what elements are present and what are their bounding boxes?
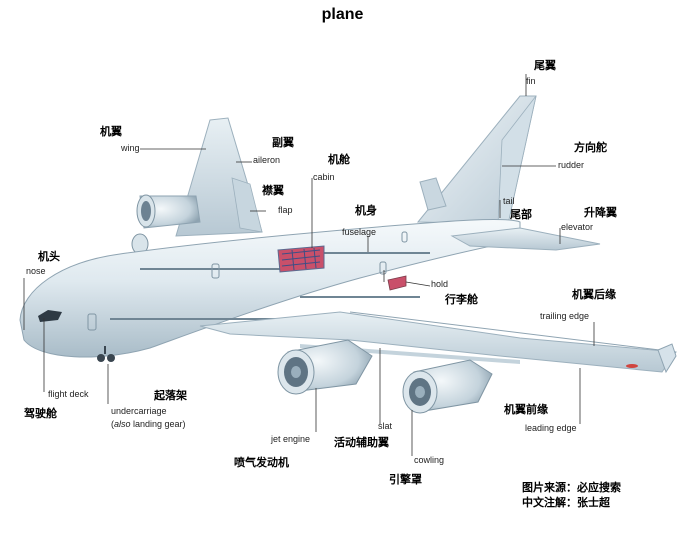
tail-label-en: tail xyxy=(503,196,515,206)
far-wing-flap xyxy=(231,177,263,233)
nose-gear xyxy=(97,346,115,362)
jet-engine-label-zh: 喷气发动机 xyxy=(234,456,289,469)
winglet xyxy=(657,343,677,374)
undercarriage-label-zh: 起落架 xyxy=(154,389,187,402)
outer-engine xyxy=(402,359,493,414)
slat-label-en: slat xyxy=(378,421,393,431)
doors xyxy=(87,231,408,331)
near-wing xyxy=(199,311,677,373)
cargo-hold xyxy=(387,275,407,291)
flap-label-zh: 襟翼 xyxy=(262,184,284,197)
cabin-seats xyxy=(277,245,325,273)
nose-label-zh: 机头 xyxy=(38,250,60,263)
window-row-lower xyxy=(110,296,420,320)
undercarriage-alt-label: (also landing gear) xyxy=(111,419,186,429)
hold-label-en: hold xyxy=(431,279,449,289)
hold-label-zh: 行李舱 xyxy=(445,293,478,306)
flight-deck-label-en: flight deck xyxy=(48,389,89,399)
elevator-label-zh: 升降翼 xyxy=(584,206,617,219)
trailing-edge-label-zh: 机翼后缘 xyxy=(572,288,616,301)
undercarriage-label-en: undercarriage xyxy=(111,406,167,416)
rudder-label-zh: 方向舵 xyxy=(574,141,607,154)
far-stabilizer xyxy=(419,177,447,211)
aileron-label-zh: 副翼 xyxy=(272,136,294,149)
credit-notes: 中文注解：张士超 xyxy=(522,496,610,509)
wing-label-en: wing xyxy=(121,143,140,153)
leading-edge-label-en: leading edge xyxy=(525,423,577,433)
far-engine xyxy=(136,194,201,229)
cabin-label-zh: 机舱 xyxy=(328,153,350,166)
credit-source: 图片来源：必应搜索 xyxy=(522,481,621,494)
flight-deck-label-zh: 驾驶舱 xyxy=(24,407,57,420)
fuselage-label-zh: 机身 xyxy=(355,204,377,217)
rudder-label-en: rudder xyxy=(558,160,585,170)
slat-label-zh: 活动辅助翼 xyxy=(334,436,389,449)
window-row-upper xyxy=(140,252,430,270)
leading-edge-label-zh: 机翼前缘 xyxy=(504,403,548,416)
diagram-title: plane xyxy=(321,6,364,23)
fin-label-en: fin xyxy=(526,76,536,86)
fuselage-label-en: fuselage xyxy=(342,227,377,237)
cowling-label-zh: 引擎罩 xyxy=(389,473,422,486)
flap-label-en: flap xyxy=(278,205,293,215)
nose-label-en: nose xyxy=(26,266,46,276)
jet-engine-label-en: jet engine xyxy=(271,434,311,444)
trailing-edge-label-en: trailing edge xyxy=(540,311,590,321)
inner-engine xyxy=(277,339,373,395)
wingtip-light xyxy=(626,364,638,368)
tail-label-zh: 尾部 xyxy=(510,208,532,221)
aileron-label-en: aileron xyxy=(253,155,281,165)
fin-label-zh: 尾翼 xyxy=(534,59,556,72)
near-stabilizer xyxy=(450,227,601,251)
elevator-label-en: elevator xyxy=(561,222,594,232)
leader-lines xyxy=(23,74,595,456)
cabin-label-en: cabin xyxy=(313,172,335,182)
wing-trailing-edge xyxy=(349,311,677,353)
cowling-label-en: cowling xyxy=(414,455,445,465)
wing-label-zh: 机翼 xyxy=(100,125,122,138)
